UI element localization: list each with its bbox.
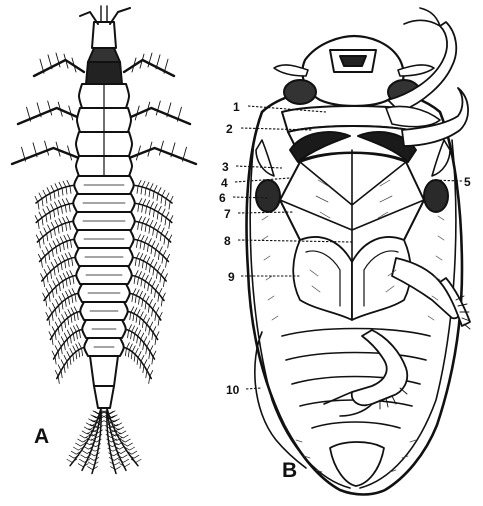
larva-leg-hairs-left [45, 141, 49, 155]
larva-cercus-hairs [120, 464, 130, 467]
larva-cercus-hairs [110, 467, 120, 470]
larva-cercus-hairs [88, 462, 98, 465]
larva-leg-hairs-right [156, 101, 160, 115]
larva-cercus-hairs [88, 467, 98, 470]
larva-illustration [12, 6, 196, 474]
label-7: 7 [224, 208, 231, 220]
larva-neck [88, 48, 120, 62]
label-3: 3 [222, 161, 229, 173]
larva-leg-hairs-left [48, 101, 52, 115]
beetle-foreleg-claw [404, 8, 440, 26]
panel-label-a: A [34, 426, 49, 447]
larva-cercus-hairs [110, 462, 120, 465]
label-5: 5 [464, 176, 471, 188]
label-10: 10 [226, 384, 239, 396]
larva-cercus-hairs [118, 435, 128, 438]
larva-cercus-hairs [80, 435, 90, 438]
label-1: 1 [233, 101, 240, 113]
larva-tail-filaments [67, 408, 141, 474]
label-6: 6 [219, 192, 226, 204]
larva-cercus-hairs [82, 431, 92, 434]
larva-anal-segment [94, 386, 114, 408]
larva-terminal-segment [90, 356, 118, 386]
larva-cercus-hairs [78, 464, 88, 467]
panel-label-b: B [282, 460, 297, 481]
label-9: 9 [228, 271, 235, 283]
beetle-ventral-illustration [247, 8, 470, 495]
beetle-eye-left [284, 80, 316, 104]
label-8: 8 [224, 235, 231, 247]
larva-cercus-hairs [78, 439, 88, 442]
larva-cercus-hairs [89, 457, 99, 460]
larva-leg-hairs-right [159, 141, 163, 155]
larva-prothorax [86, 62, 122, 84]
larva-head-capsule [92, 22, 116, 48]
beetle-mouthparts [340, 56, 366, 66]
larva-cercus-hairs [109, 457, 119, 460]
larva-body-segments [73, 84, 135, 408]
beetle-hind-coxa-hump-left [256, 180, 280, 212]
label-4: 4 [221, 177, 228, 189]
beetle-hind-coxa-hump-right [424, 180, 448, 212]
larva-cercus-hairs [116, 431, 126, 434]
label-2: 2 [226, 123, 233, 135]
leader-10 [246, 388, 262, 389]
larva-cercus-hairs [120, 439, 130, 442]
larva-antennae [101, 6, 107, 22]
larva-head [80, 6, 130, 84]
